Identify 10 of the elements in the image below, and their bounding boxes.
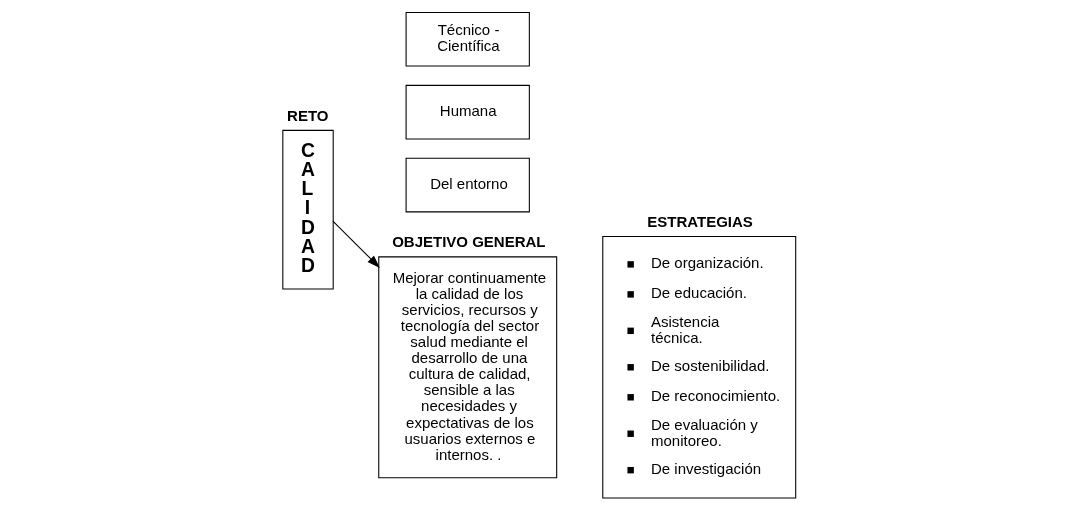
node-box: Mejorar continuamente la calidad de los servicios, recursos y tecnología del sector salud mediante el desarrollo de una cultura de calidad, sensible a las necesidades y expectativas de los usuarios externos e internos. . (378, 256, 558, 479)
node-box: C A L I D A D (282, 129, 334, 290)
node-box: Del entorno (405, 157, 530, 213)
arrow (332, 220, 380, 268)
node-box: Humana (405, 84, 530, 140)
node-box: De organización. De educación. Asistencia técnica. De sostenibilidad. De reconocimiento. De evaluación y monitoreo. De investigación (602, 235, 797, 499)
node-box: Técnico - Científica (405, 11, 530, 67)
node-label: ESTRATEGIAS (647, 213, 753, 231)
node-label: OBJETIVO GENERAL (392, 233, 546, 251)
node-label: RETO (287, 106, 329, 124)
